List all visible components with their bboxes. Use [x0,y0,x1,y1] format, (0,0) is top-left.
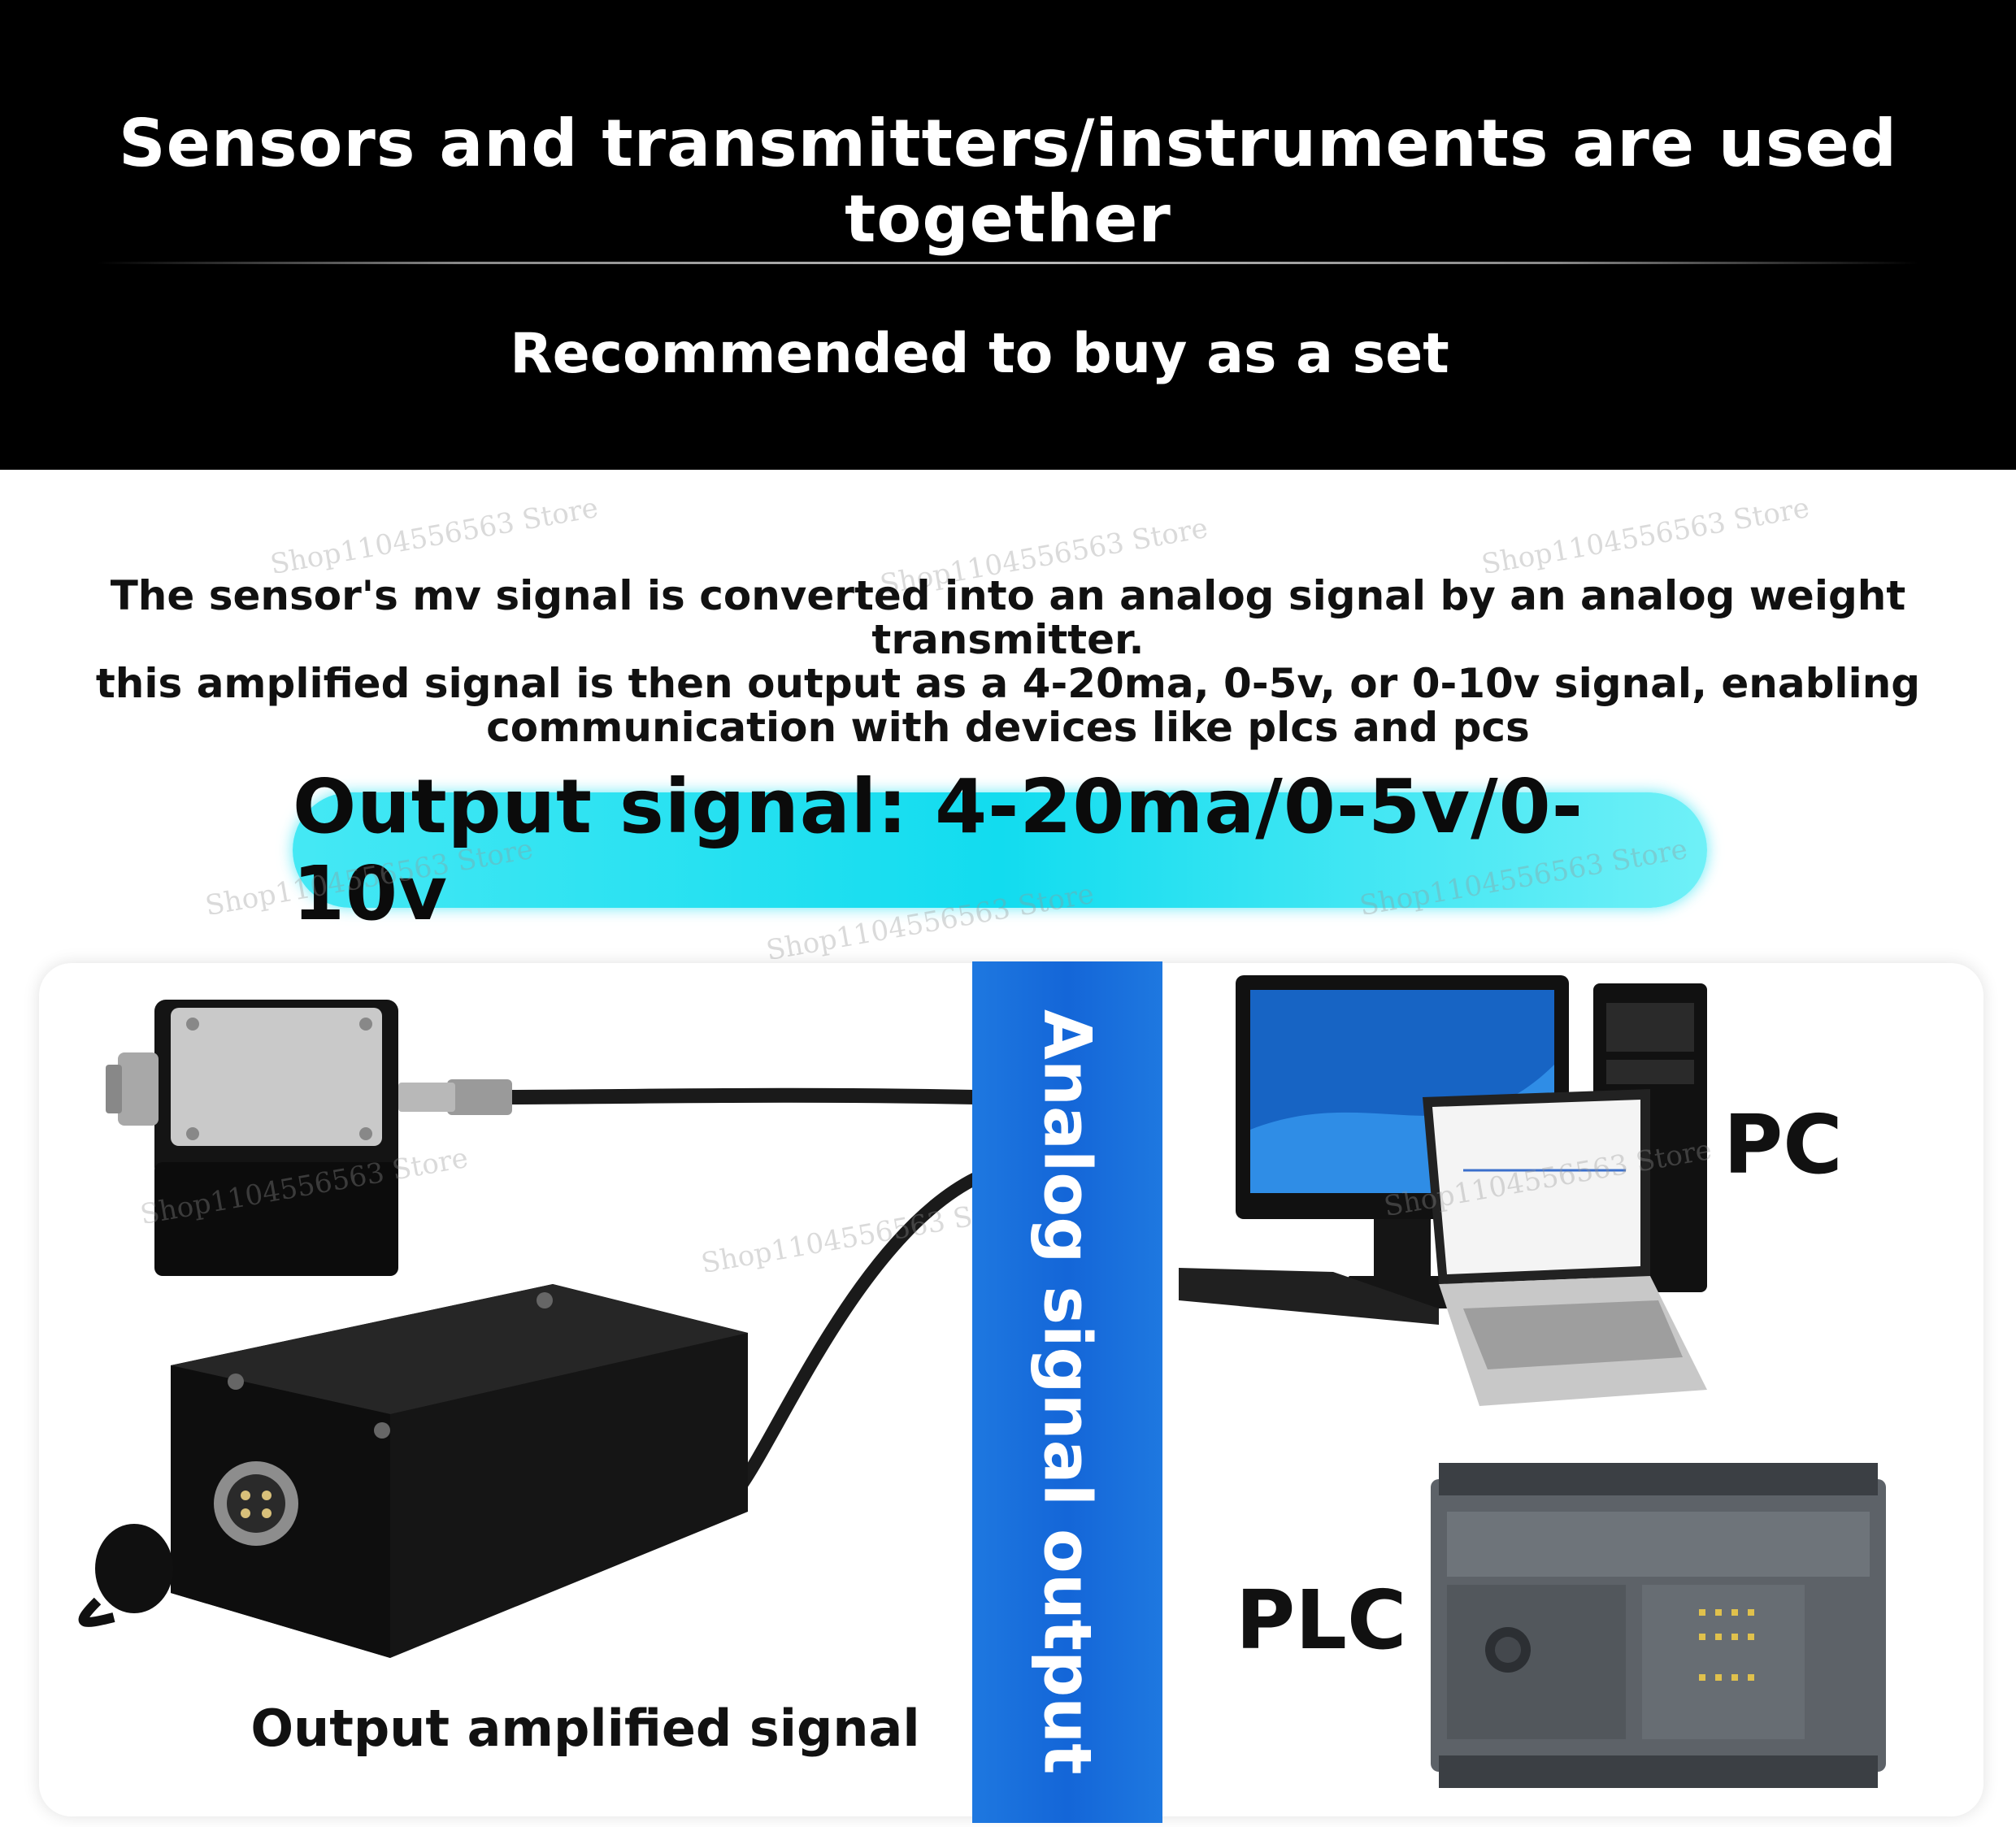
description-line: this amplified signal is then output as … [95,660,1921,707]
sensor-transmitter-illustration [78,1000,975,1658]
header-banner: Sensors and transmitters/instruments are… [0,0,2016,470]
watermark: Shop1104556563 Store [267,491,601,582]
signal-bar [972,961,1162,1823]
output-signal-banner: Output signal: 4-20ma/0-5v/0-10v [293,763,1707,937]
header-title: Sensors and transmitters/instruments are… [118,106,1897,257]
watermark: Shop1104556563 Store [1479,491,1812,582]
pc-illustration [1179,975,1707,1406]
signal-bar-label: Analog signal output [1029,1009,1106,1775]
description-line: communication with devices like plcs and… [486,704,1530,751]
output-signal-text: Output signal: 4-20ma/0-5v/0-10v [293,763,1584,937]
signal-bar-text-wrap: Analog signal output [972,961,1162,1823]
plc-illustration [1431,1463,1886,1788]
header-divider [98,262,1918,264]
plc-label: PLC [1236,1573,1407,1668]
amplified-signal-label: Output amplified signal [250,1699,920,1758]
pc-label: PC [1723,1097,1843,1192]
description: The sensor's mv signal is converted into… [24,574,1992,749]
header-subtitle: Recommended to buy as a set [510,322,1449,386]
description-line: The sensor's mv signal is converted into… [110,572,1906,663]
